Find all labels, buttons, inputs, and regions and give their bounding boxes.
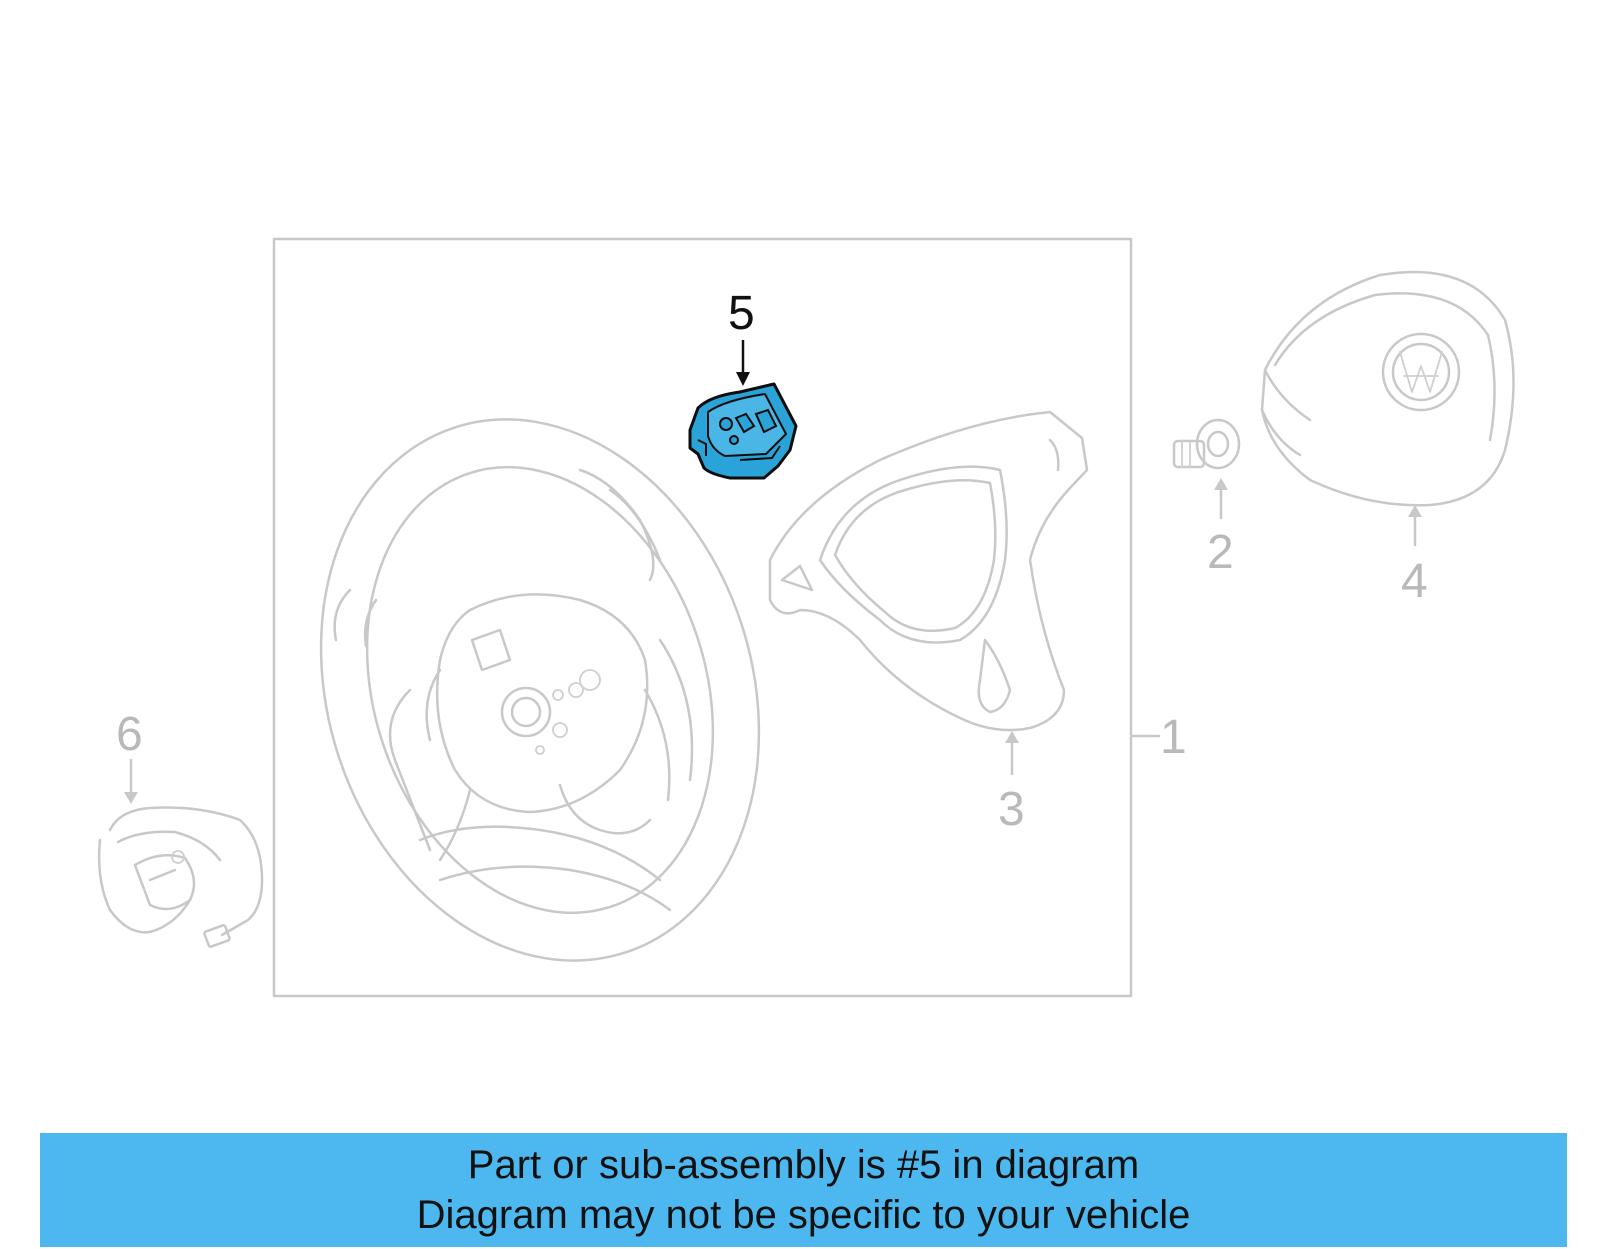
callout-6-label: 6 bbox=[116, 708, 143, 761]
bolt-part bbox=[1172, 418, 1241, 470]
callout-3-label: 3 bbox=[998, 783, 1025, 836]
banner-line-2: Diagram may not be specific to your vehi… bbox=[416, 1193, 1191, 1237]
info-banner: Part or sub-assembly is #5 in diagram Di… bbox=[40, 1133, 1567, 1247]
assembly-frame bbox=[272, 237, 1133, 998]
banner-line-1: Part or sub-assembly is #5 in diagram bbox=[467, 1143, 1140, 1187]
callout-2-label: 2 bbox=[1207, 526, 1234, 579]
airbag-module-part bbox=[1260, 270, 1515, 507]
steering-wheel-part bbox=[319, 418, 761, 962]
callout-4-arrowhead bbox=[1408, 505, 1422, 517]
callout-5-arrowhead bbox=[736, 372, 750, 386]
callout-6-arrowhead bbox=[124, 792, 138, 804]
callout-2-arrowhead bbox=[1214, 478, 1228, 490]
callout-3-arrowhead bbox=[1005, 731, 1019, 743]
callout-5-label: 5 bbox=[728, 287, 755, 340]
callout-4-label: 4 bbox=[1401, 555, 1428, 608]
callout-1-label: 1 bbox=[1160, 711, 1187, 764]
trim-cover-part bbox=[768, 410, 1089, 732]
switch-harness-part bbox=[97, 806, 264, 948]
highlighted-switch-part bbox=[688, 382, 798, 480]
